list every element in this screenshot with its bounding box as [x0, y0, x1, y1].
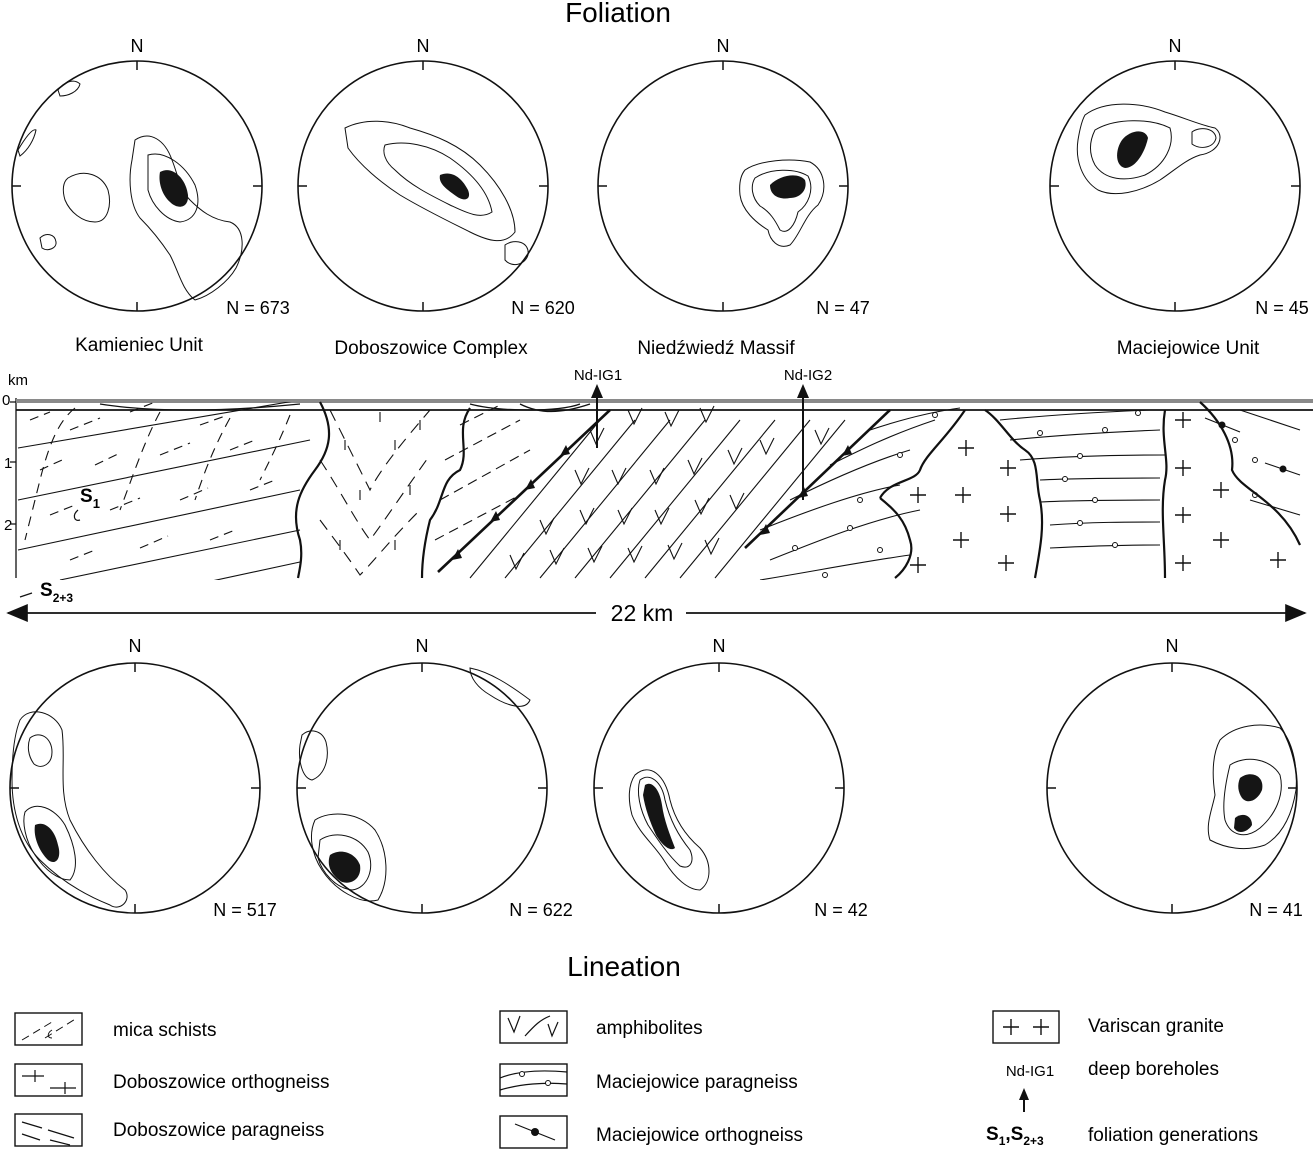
legend-label: Doboszowice paragneiss — [113, 1120, 324, 1141]
cross-section: km 0 1 2 — [2, 367, 1313, 626]
north-label: N — [1169, 36, 1182, 56]
legend-label: deep boreholes — [1088, 1059, 1219, 1080]
north-label: N — [131, 36, 144, 56]
lineation-title: Lineation — [567, 951, 681, 982]
lineation-stereonet-maciejowice: N N = 41 — [1046, 636, 1303, 920]
lineation-n-niedzwiedz: N = 42 — [814, 900, 868, 920]
north-label: N — [717, 36, 730, 56]
foliation-legend-symbol: S1,S2+3 — [986, 1124, 1044, 1148]
north-label: N — [713, 636, 726, 656]
borehole-nd-ig2: Nd-IG2 — [784, 367, 832, 500]
legend-item-mica-schists: mica schists — [14, 1012, 216, 1046]
lineation-n-maciejowice: N = 41 — [1249, 900, 1303, 920]
legend-item-doboszowice-orthogneiss: Doboszowice orthogneiss — [14, 1063, 330, 1097]
borehole-legend-symbol: Nd-IG1 — [1006, 1063, 1054, 1080]
foliation-stereonet-kamieniec: N N = 673 — [11, 36, 290, 318]
unit-label-doboszowice: Doboszowice Complex — [334, 338, 528, 359]
lineation-n-doboszowice: N = 622 — [509, 900, 573, 920]
unit-label-niedzwiedz: Niedźwiedź Massif — [637, 338, 795, 359]
legend-item-maciejowice-paragneiss: Maciejowice paragneiss — [499, 1063, 798, 1097]
borehole-label-2: Nd-IG2 — [784, 367, 832, 384]
depth-unit-label: km — [8, 372, 28, 389]
unit-label-maciejowice: Maciejowice Unit — [1117, 338, 1260, 359]
foliation-n-kamieniec: N = 673 — [226, 298, 290, 318]
legend-label: Maciejowice paragneiss — [596, 1072, 798, 1093]
north-label: N — [416, 636, 429, 656]
north-label: N — [417, 36, 430, 56]
legend-item-deep-boreholes: Nd-IG1 deep boreholes — [1006, 1059, 1219, 1112]
legend-item-amphibolites: amphibolites — [499, 1010, 703, 1044]
foliation-stereonet-doboszowice: N N = 620 — [297, 36, 575, 318]
legend: mica schists Doboszowice orthogneiss Dob… — [14, 1010, 1258, 1149]
legend-item-maciejowice-orthogneiss: Maciejowice orthogneiss — [499, 1115, 803, 1149]
depth-tick-1: 1 — [4, 455, 12, 472]
legend-label: foliation generations — [1088, 1125, 1258, 1146]
lineation-stereonet-niedzwiedz: N N = 42 — [593, 636, 868, 920]
legend-label: Doboszowice orthogneiss — [113, 1072, 330, 1093]
foliation-title: Foliation — [565, 0, 671, 28]
legend-label: Maciejowice orthogneiss — [596, 1125, 803, 1146]
s1-label: S1 — [80, 486, 100, 511]
foliation-stereonet-maciejowice: N N = 45 — [1049, 36, 1309, 318]
s23-label: S2+3 — [40, 580, 73, 605]
lineation-stereonet-doboszowice: N N = 622 — [296, 636, 573, 920]
borehole-label-1: Nd-IG1 — [574, 367, 622, 384]
north-label: N — [1166, 636, 1179, 656]
lineation-stereonet-kamieniec: N N = 517 — [9, 636, 277, 920]
depth-tick-2: 2 — [4, 517, 12, 534]
legend-label: amphibolites — [596, 1018, 703, 1039]
scale-label: 22 km — [611, 600, 674, 626]
foliation-stereonet-niedzwiedz: N N = 47 — [597, 36, 870, 318]
legend-label: mica schists — [113, 1020, 216, 1041]
north-label: N — [129, 636, 142, 656]
borehole-nd-ig1: Nd-IG1 — [574, 367, 622, 448]
unit-label-kamieniec: Kamieniec Unit — [75, 335, 203, 356]
legend-item-foliation-generations: S1,S2+3 foliation generations — [986, 1124, 1258, 1148]
foliation-n-niedzwiedz: N = 47 — [816, 298, 870, 318]
foliation-n-doboszowice: N = 620 — [511, 298, 575, 318]
lineation-n-kamieniec: N = 517 — [213, 900, 277, 920]
legend-item-variscan-granite: Variscan granite — [992, 1010, 1224, 1044]
legend-label: Variscan granite — [1088, 1016, 1224, 1037]
foliation-n-maciejowice: N = 45 — [1255, 298, 1309, 318]
depth-tick-0: 0 — [2, 392, 10, 409]
legend-item-doboszowice-paragneiss: Doboszowice paragneiss — [14, 1113, 324, 1147]
